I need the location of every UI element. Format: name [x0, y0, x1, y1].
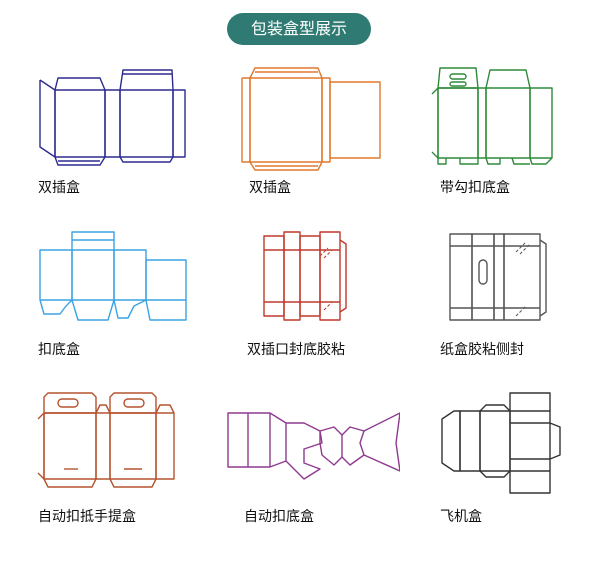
box-card-auto-lock-bottom: 自动扣底盒 — [200, 383, 400, 563]
page-title: 包装盒型展示 — [227, 13, 371, 45]
glued-bottom-tuck-box-dieline-icon — [263, 231, 347, 321]
auto-lock-bottom-box-dieline-icon — [227, 412, 400, 480]
box-label: 双插盒 — [249, 180, 291, 196]
double-tuck-box-dieline-icon — [241, 67, 381, 171]
box-label: 纸盒胶粘侧封 — [440, 342, 524, 358]
box-label: 自动扣抵手提盒 — [38, 509, 136, 525]
box-card-lock-bottom: 扣底盒 — [0, 222, 200, 402]
box-label: 带勾扣底盒 — [440, 180, 510, 196]
box-label: 飞机盒 — [440, 509, 482, 525]
box-card-double-tuck-2: 双插盒 — [200, 60, 400, 240]
box-card-auto-lock-handle: 自动扣抵手提盒 — [0, 383, 200, 563]
box-label: 双插盒 — [38, 180, 80, 196]
lock-bottom-box-dieline-icon — [39, 231, 187, 321]
box-card-double-tuck-1: 双插盒 — [0, 60, 200, 240]
box-label: 双插口封底胶粘 — [247, 342, 345, 358]
box-label: 扣底盒 — [38, 342, 80, 358]
side-glued-carton-dieline-icon — [449, 233, 547, 321]
box-card-glued-bottom-tuck: 双插口封底胶粘 — [200, 222, 400, 402]
box-label: 自动扣底盒 — [244, 509, 314, 525]
hook-lock-bottom-box-dieline-icon — [431, 67, 553, 165]
box-card-hook-lock-bottom: 带勾扣底盒 — [400, 60, 600, 240]
auto-lock-handle-box-dieline-icon — [37, 392, 175, 488]
box-card-mailer: 飞机盒 — [400, 383, 600, 563]
double-tuck-box-dieline-icon — [39, 69, 186, 166]
mailer-box-dieline-icon — [441, 392, 561, 494]
box-card-side-glued-carton: 纸盒胶粘侧封 — [400, 222, 600, 402]
